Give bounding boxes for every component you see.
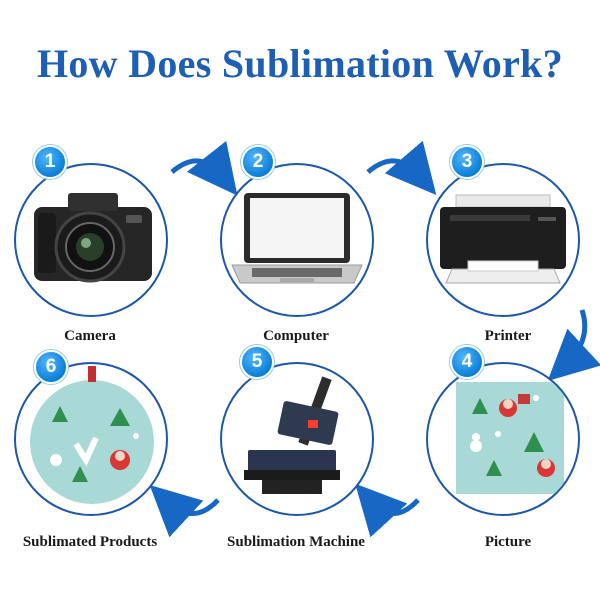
christmas-pattern-illustration (456, 382, 564, 494)
step-2-badge: 2 (241, 145, 275, 179)
arrow-5-to-6-path (149, 485, 220, 538)
ornament-illustration (30, 366, 154, 504)
step-picture-circle (426, 362, 580, 516)
step-3-label: Printer (484, 328, 532, 344)
step-6-badge: 6 (34, 350, 68, 384)
step-1-label: Camera (64, 328, 116, 344)
step-2-label: Computer (263, 328, 329, 344)
arrow-2-to-3-path (366, 140, 437, 195)
step-computer-circle (220, 163, 374, 317)
page-title: How Does Sublimation Work? (36, 41, 564, 86)
step-printer-circle (426, 163, 580, 317)
heat-press-illustration (244, 376, 340, 494)
printer-illustration (440, 194, 566, 284)
step-4-label: Picture (484, 534, 532, 550)
step-camera-circle (14, 163, 168, 317)
step-5-label: Sublimation Machine (227, 534, 365, 550)
step-3-badge: 3 (450, 145, 484, 179)
step-6-label: Sublimated Products (22, 534, 158, 550)
step-products-circle (14, 362, 168, 516)
arrow-1-to-2-path (170, 140, 238, 196)
arrow-4-to-5-path (355, 483, 420, 538)
step-5-badge: 5 (240, 345, 274, 379)
laptop-illustration (231, 193, 363, 284)
step-machine-circle (220, 362, 374, 516)
step-4-badge: 4 (450, 345, 484, 379)
step-1-badge: 1 (33, 145, 67, 179)
camera-illustration (34, 193, 152, 283)
